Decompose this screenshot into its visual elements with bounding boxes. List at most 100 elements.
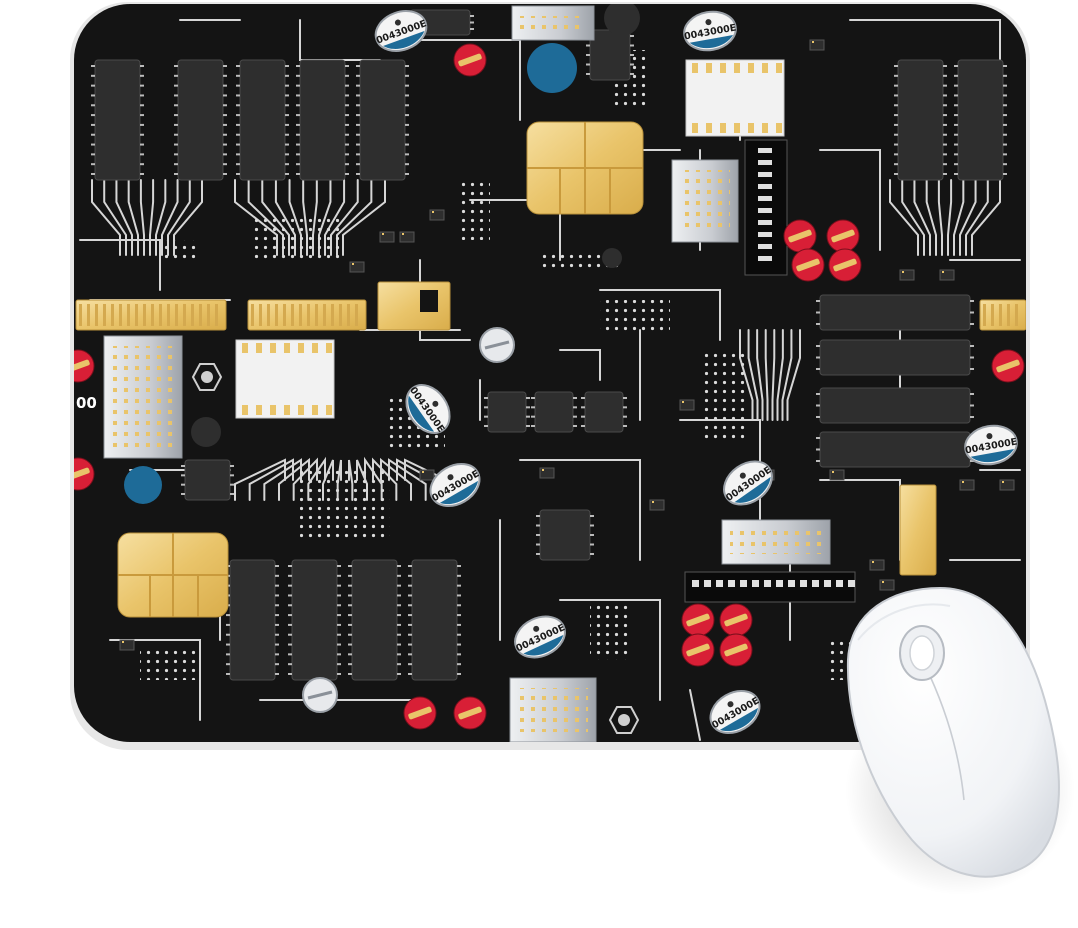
ic-chip [229,559,276,681]
chip-pin [405,84,409,87]
chip-pin [348,584,352,587]
gold-finger [1007,304,1010,326]
chip-pin [236,163,240,166]
chip-pin [894,114,898,117]
chip-pin [457,653,461,656]
chip-pin [288,614,292,617]
connector-pin [326,343,332,353]
chip-pin [288,584,292,587]
chip-pin [590,534,594,536]
capacitor-stripe [734,476,771,503]
chip-pin [236,84,240,87]
smd-part [539,467,555,479]
connector-pin [256,405,262,415]
chip-pin [181,493,185,495]
gold-finger [95,304,98,326]
trace [559,349,601,381]
trace [781,329,793,421]
trace [739,329,754,421]
chip-pin [285,173,289,175]
screw-slot [484,340,510,350]
chip-pin [174,104,178,107]
chip-pin [408,663,412,666]
chip-pin [536,553,540,555]
chip-pin [457,614,461,617]
capacitor-lead [447,474,454,481]
ic-chip [897,59,944,181]
hex-nut [191,363,223,391]
chip-pin [356,123,360,126]
chip-pin [91,114,95,117]
gold-finger [151,304,154,326]
chip-pin [91,163,95,166]
via-grid [700,350,745,440]
chip-pin [943,65,947,67]
chip-pin [345,114,349,117]
trace [771,329,776,421]
chip-pin [140,114,144,117]
chip-pin [236,74,240,77]
ic-chip [589,29,631,81]
chip-pin [174,74,178,77]
chip-pin [943,114,947,117]
chip-pin [345,65,349,67]
chip-pin [943,104,947,107]
gold-finger [159,304,162,326]
chip-pin [405,104,409,107]
silver-modules [103,5,831,742]
smd-part [419,469,435,481]
header-pin [800,580,807,587]
hex-nut [608,706,640,734]
ic-chip [299,59,346,181]
chip-pin [573,406,577,409]
blue-component [527,43,577,93]
chip-pin [970,345,974,347]
resistor-band [74,359,90,373]
chip-pin [531,397,535,399]
connector-pin [776,63,782,73]
trace [127,179,139,256]
chip-pin [590,524,594,527]
ic-chip [184,459,231,501]
chip-pin [484,406,488,409]
chip-pin [140,163,144,166]
trace [776,329,784,421]
chip-pin [275,594,279,597]
chip-pin [296,94,300,97]
chip-pin [943,74,947,77]
chip-pin [816,437,820,439]
trace [913,179,931,256]
chip-pin [943,153,947,156]
chip-pin [408,584,412,587]
chip-pin [236,173,240,175]
chip-pin [630,35,634,37]
chip-pin [405,114,409,117]
ic-chip [94,59,141,181]
module-pads [112,346,174,448]
chip-pin [970,393,974,395]
chip-pin [954,133,958,136]
chip-pin [345,133,349,136]
trace [971,179,1001,256]
chip-pin [457,574,461,577]
capacitor-stripe [689,35,734,49]
chip-pin [816,311,820,314]
chip-pin [296,65,300,67]
smd-part [119,639,135,651]
connector-pin [692,123,698,133]
chip-pin [236,65,240,67]
smd-part [959,479,975,491]
chip-pin [275,653,279,656]
ic-chip [291,559,338,681]
chip-pin [573,415,577,418]
capacitor: 0043000E [405,384,451,435]
chip-pin [140,84,144,87]
chip-pin [457,633,461,636]
via-grid [460,180,490,240]
chip-pin [970,368,974,370]
chip-pin [943,173,947,175]
smd-part [379,231,395,243]
chip-pin [236,114,240,117]
chip-pin [140,173,144,175]
